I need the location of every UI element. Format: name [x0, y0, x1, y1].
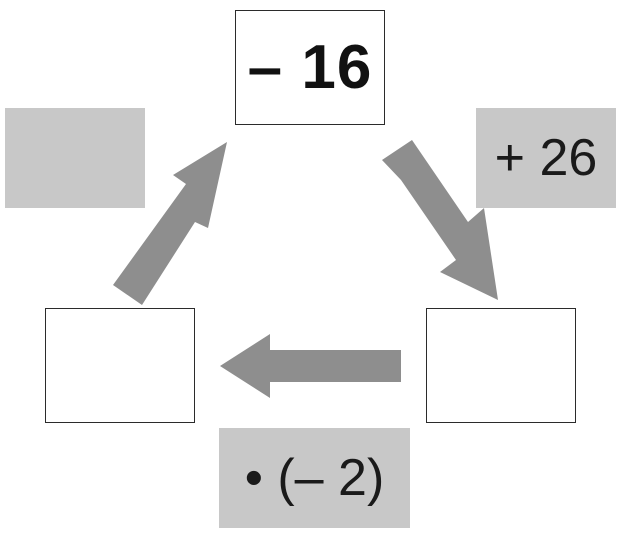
- top-value: – 16: [247, 33, 373, 102]
- operation-multiply: • (– 2): [244, 449, 385, 507]
- operation-box-top-right: + 26: [476, 108, 616, 208]
- arrow-left-to-top-icon: [113, 142, 227, 305]
- top-value-box: – 16: [235, 10, 385, 125]
- right-value-box[interactable]: [426, 308, 576, 423]
- operation-add: + 26: [494, 129, 598, 187]
- arrow-right-to-left-icon: [220, 334, 401, 398]
- arrow-top-to-right-icon: [382, 140, 498, 300]
- operation-box-bottom: • (– 2): [219, 428, 410, 528]
- left-value-box[interactable]: [45, 308, 195, 423]
- operation-box-top-left[interactable]: [5, 108, 145, 208]
